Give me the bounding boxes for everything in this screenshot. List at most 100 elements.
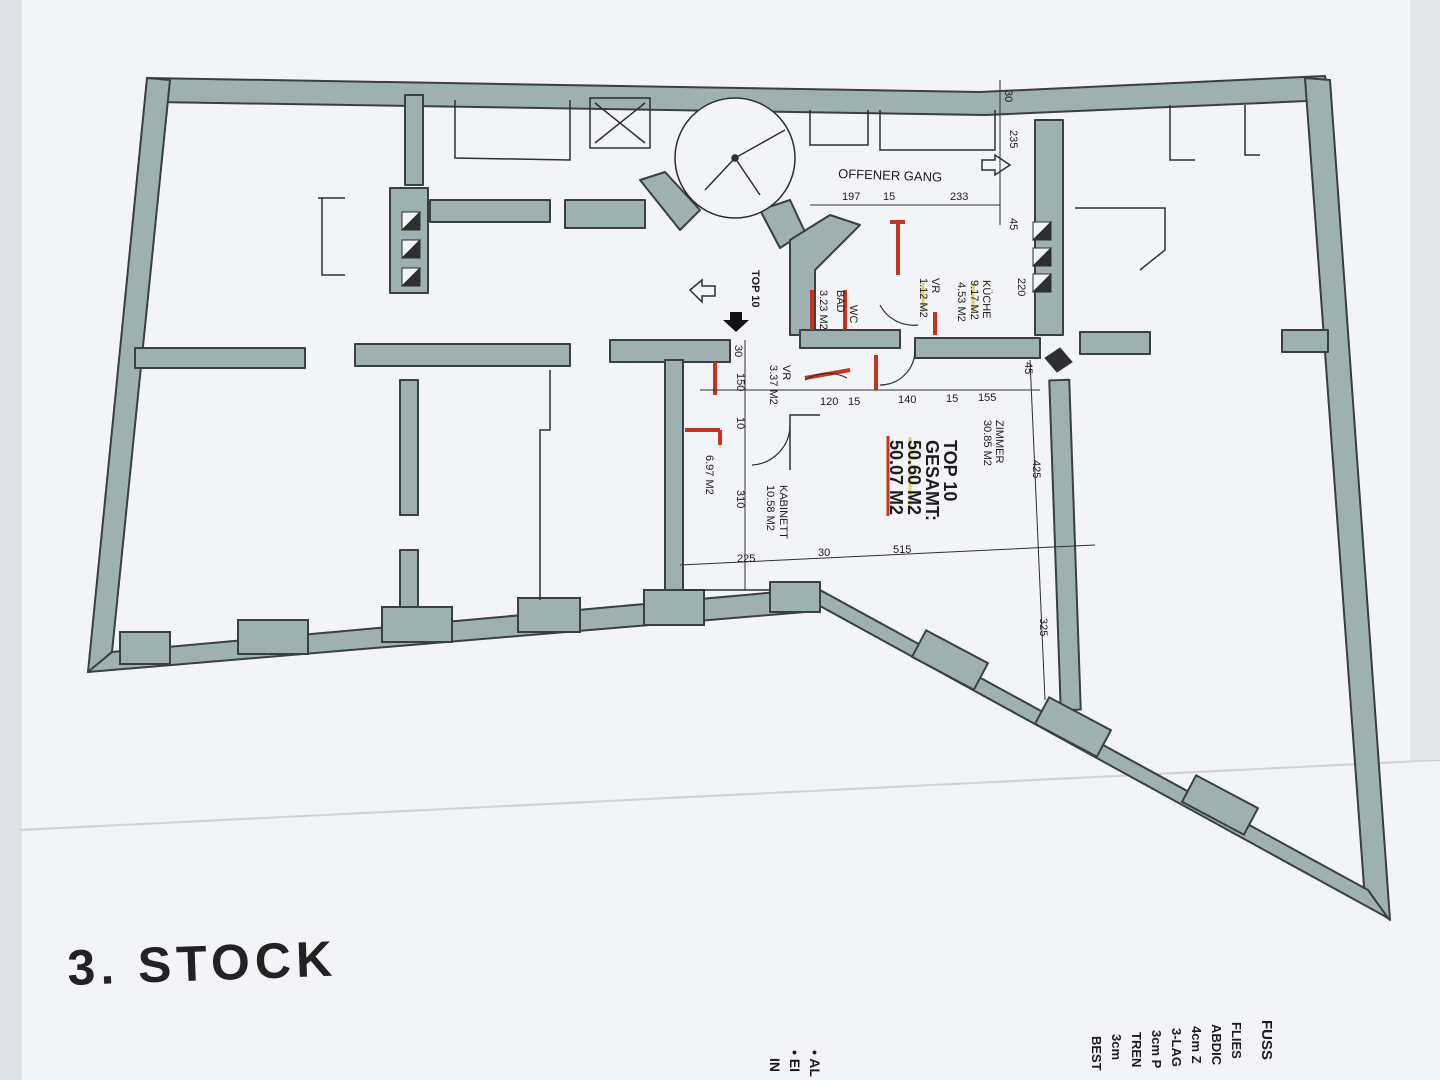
dim-label-140: 140 [898,394,916,406]
pier-8 [1180,773,1260,837]
pier-6 [910,628,990,692]
cut-bottom-1: • AL [807,1050,823,1077]
room-bad-name: BAD [834,290,846,313]
dim-label-15a: 15 [883,191,895,203]
dim-label-30-mid: 30 [732,345,744,357]
arrow-left-hollow [688,278,716,304]
cut-text-9: BEST [1089,1036,1104,1071]
dim-label-30-bot: 30 [818,547,830,559]
unit-summary-area-2: 50.07 M2 [886,440,906,515]
wall-mid-1 [134,347,306,369]
cut-bottom-2: • EI [787,1050,803,1072]
dim-label-155: 155 [978,392,996,404]
dim-label-45a: 45 [1007,218,1019,230]
dim-label-197: 197 [842,191,860,203]
dim-label-150: 150 [734,373,746,391]
stair-line-2 [734,157,761,196]
paper-left-edge [0,0,22,1080]
dim-label-45b: 45 [1022,362,1034,374]
cut-bottom-3: IN [767,1058,783,1072]
area-highlights [908,283,975,505]
interior-lines [318,100,1260,600]
dimension-labels: 30 235 197 15 233 45 220 30 150 10 120 1… [732,90,1049,636]
door-zimmer [879,349,916,386]
chimney-2-fill [400,238,421,259]
cut-legend-right: FUSS FLIES ABDIC 4cm Z 3-LAG 3cm P TREN … [1089,1020,1275,1071]
room-vr2-name: VR [780,365,792,380]
wall-right [1304,77,1391,921]
door-wc [879,304,919,326]
paper-right-edge [1410,0,1440,760]
room-vr1-name: VR [929,278,941,293]
pier-5 [643,589,705,626]
wall-mid-3 [609,339,731,363]
dim-label-10: 10 [734,417,746,429]
dim-label-15b: 15 [848,396,860,408]
door-swings [751,304,919,466]
wall-upper-2 [564,199,646,229]
room-kueche-name: KÜCHE [980,280,992,319]
chimney-5-fill [1031,246,1052,267]
chimney-3-fill [400,266,421,287]
chimney-6-fill [1031,272,1052,293]
room-vr2-area: 3.37 M2 [767,365,779,405]
wall-stair-left [639,171,701,231]
direction-arrows [688,153,1012,332]
line-room-f [1075,207,1166,271]
stair-line-1 [734,129,786,159]
wall-mid-5 [1079,331,1151,355]
chimney-shafts [400,210,1073,373]
line-room-e [1244,105,1260,156]
door-vr [804,372,848,381]
cut-text-5: 3-LAG [1169,1028,1184,1067]
room-labels: KÜCHE 9.17 M2 VR 1.12 M2 4.53 M2 BAD 3.2… [703,278,1005,539]
paper-fold-line [19,759,1440,831]
line-room-h [789,414,820,470]
unit-summary-gesamt: GESAMT: [922,440,942,521]
pier-4 [517,597,581,633]
cut-text-8: 3cm [1109,1034,1124,1060]
room-zimmer-name: ZIMMER [993,420,1005,463]
room-vr1-area: 1.12 M2 [917,278,929,318]
room-kabinett-name: KABINETT [777,485,789,539]
chimney-4-fill [1031,220,1052,241]
unit-summary-area-1: 50.60 M2 [904,440,924,515]
arrow-right-hollow [981,153,1012,177]
pier-2 [237,619,309,655]
dim-bottom [679,544,1096,566]
wall-v-5 [404,94,424,186]
line-room-a [454,100,571,161]
room-area-697: 6.97 M2 [703,455,715,495]
dim-label-30-top: 30 [1002,90,1014,102]
pier-7 [1033,695,1113,759]
dim-label-15c: 15 [946,393,958,405]
unit-summary: TOP 10 GESAMT: 50.60 M2 50.07 M2 [886,440,960,521]
unit-label-stair: TOP 10 [749,270,761,308]
window-piers [119,589,1260,837]
line-room-c2 [809,110,869,146]
wall-mid-2 [354,343,571,367]
room-area-453: 4.53 M2 [955,282,967,322]
wall-mid-4 [914,337,1041,359]
line-room-c [879,110,996,151]
elevator-x2 [594,102,646,144]
line-room-d [1169,105,1195,161]
arrow-down-filled [723,312,749,332]
wall-upper-1 [429,199,551,223]
cut-text-2: FLIES [1229,1022,1244,1059]
dim-label-325: 325 [1037,618,1049,636]
line-room-g [539,370,551,600]
corridor-label: OFFENER GANG [838,166,942,185]
wall-bath-bottom [799,329,901,349]
elevator-shaft [589,97,651,149]
cut-text-7: TREN [1129,1032,1144,1067]
door-kabinett [751,424,791,466]
cut-text-1: FUSS [1258,1020,1275,1060]
pier-1 [119,631,171,665]
cut-text-6: 3cm P [1149,1030,1164,1069]
floor-title: 3. STOCK [66,931,337,996]
staircase [674,97,796,219]
wall-mid-6 [1281,329,1329,353]
wall-v-1 [399,379,419,516]
